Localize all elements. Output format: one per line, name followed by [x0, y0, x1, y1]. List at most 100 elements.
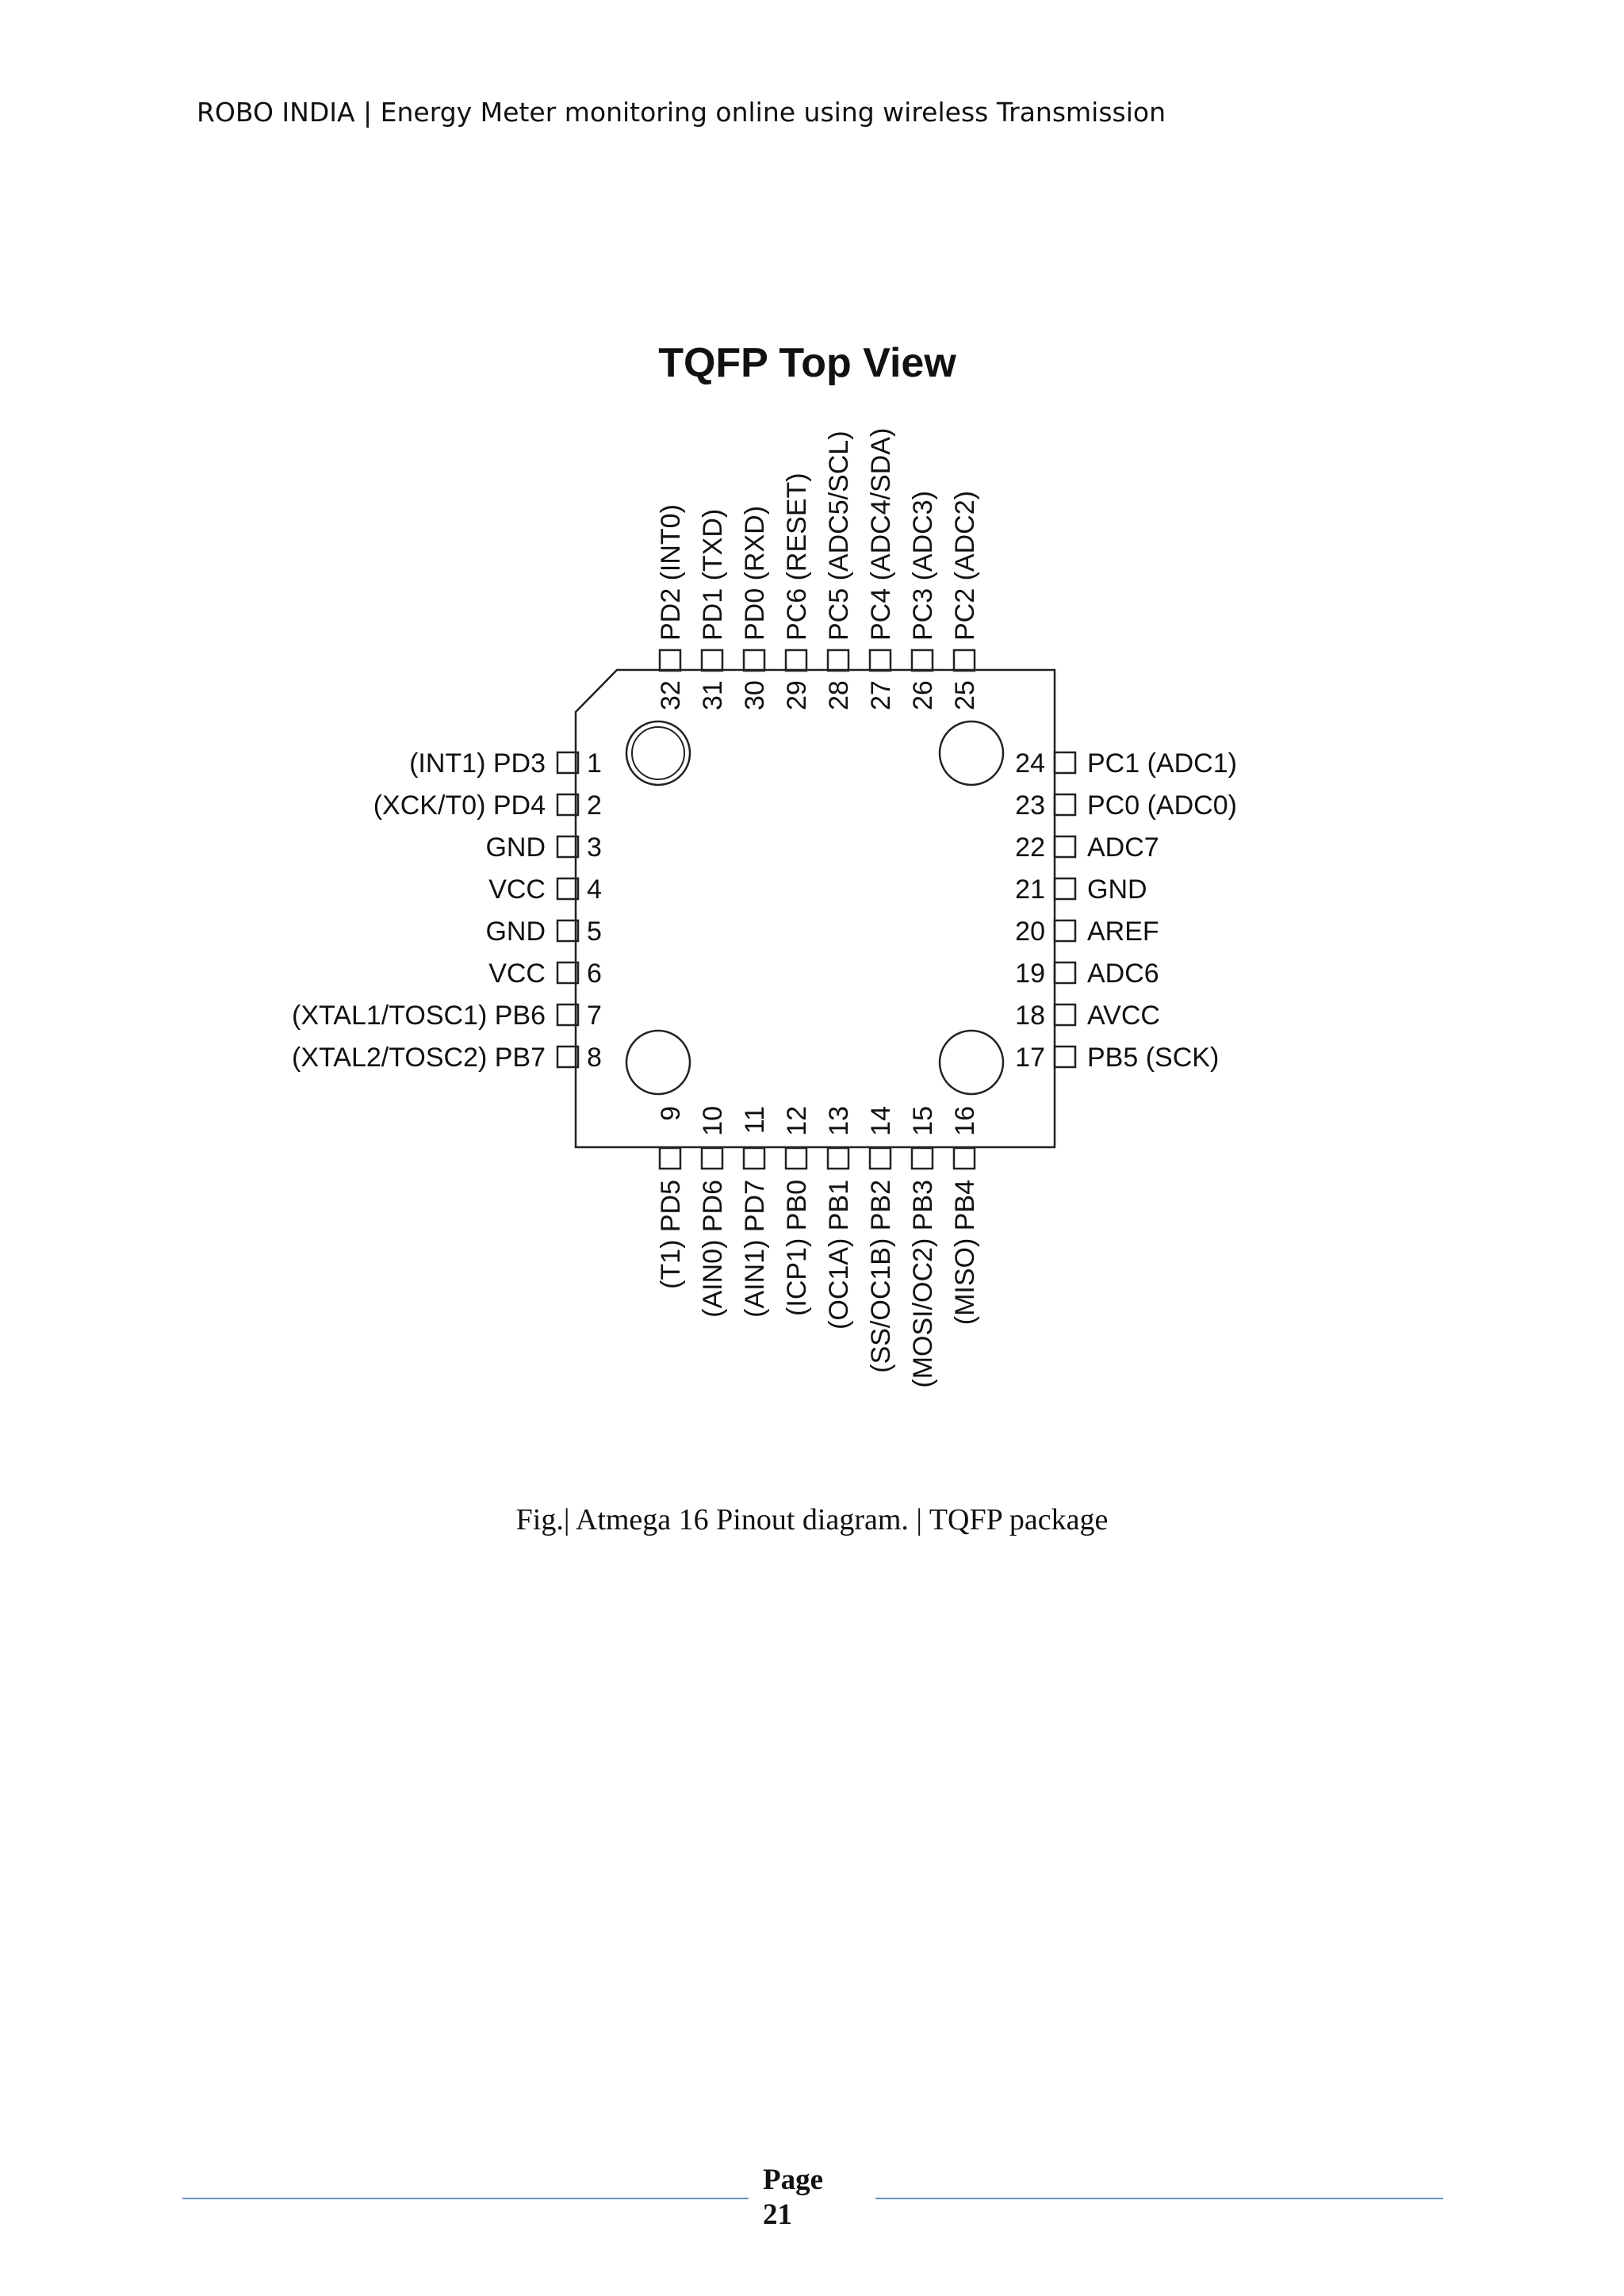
- pin-number-6: 6: [587, 959, 602, 989]
- pin-pad-27: [868, 649, 892, 672]
- footer-rule-left: [182, 2198, 749, 2199]
- pin-pad-11: [742, 1146, 766, 1170]
- pin-pad-21: [1053, 877, 1077, 901]
- chip-body: [574, 668, 1056, 1149]
- pin-number-26: 26: [908, 680, 938, 710]
- pin-label-8: (XTAL2/TOSC2) PB7: [292, 1043, 546, 1073]
- corner-circle-bottom-right: [938, 1029, 1005, 1096]
- pin-pad-7: [556, 1003, 580, 1027]
- pin-pad-32: [658, 649, 682, 672]
- pin-pad-2: [556, 793, 580, 817]
- pin-number-30: 30: [740, 680, 770, 710]
- pin-number-3: 3: [587, 832, 602, 863]
- pin-label-7: (XTAL1/TOSC1) PB6: [292, 1001, 546, 1031]
- pin-label-11: (AIN1) PD7: [740, 1180, 770, 1318]
- pin-pad-12: [784, 1146, 808, 1170]
- pin-number-2: 2: [587, 790, 602, 821]
- pin-number-20: 20: [1015, 916, 1045, 947]
- pin-label-29: PC6 (RESET): [782, 473, 812, 641]
- pin-pad-3: [556, 835, 580, 859]
- pin-label-26: PC3 (ADC3): [908, 491, 938, 641]
- pin-pad-28: [826, 649, 850, 672]
- pin-label-24: PC1 (ADC1): [1087, 748, 1237, 779]
- pin-pad-19: [1053, 961, 1077, 985]
- pin-pad-24: [1053, 751, 1077, 775]
- diagram-title: TQFP Top View: [658, 340, 956, 386]
- pin-pad-14: [868, 1146, 892, 1170]
- pin-pad-10: [700, 1146, 724, 1170]
- pin-label-23: PC0 (ADC0): [1087, 790, 1237, 821]
- pin-number-18: 18: [1015, 1001, 1045, 1031]
- pin-number-5: 5: [587, 916, 602, 947]
- pin-label-22: ADC7: [1087, 832, 1159, 863]
- orientation-dot-pin1: [625, 720, 691, 786]
- pin-pad-5: [556, 919, 580, 943]
- pin-label-6: VCC: [488, 959, 546, 989]
- pin-number-13: 13: [824, 1106, 854, 1136]
- pin-label-3: GND: [485, 832, 546, 863]
- page-number-block: Page 21: [763, 2163, 823, 2233]
- pin-number-27: 27: [866, 680, 896, 710]
- pin-label-32: PD2 (INT0): [656, 504, 686, 641]
- corner-circle-top-right: [938, 720, 1005, 786]
- pin-number-8: 8: [587, 1043, 602, 1073]
- pin-label-4: VCC: [488, 874, 546, 905]
- pin-label-1: (INT1) PD3: [409, 748, 546, 779]
- pin-pad-26: [910, 649, 934, 672]
- pin-pad-17: [1053, 1045, 1077, 1069]
- pin-pad-25: [952, 649, 976, 672]
- pin-number-28: 28: [824, 680, 854, 710]
- pin-label-28: PC5 (ADC5/SCL): [824, 430, 854, 641]
- pin-number-15: 15: [908, 1106, 938, 1136]
- pin-pad-6: [556, 961, 580, 985]
- pin-number-19: 19: [1015, 959, 1045, 989]
- figure-caption: Fig.| Atmega 16 Pinout diagram. | TQFP p…: [515, 1503, 1109, 1536]
- pin-label-25: PC2 (ADC2): [950, 491, 980, 641]
- page-word: Page: [763, 2164, 824, 2196]
- pin-number-4: 4: [587, 874, 602, 905]
- pin-pad-1: [556, 751, 580, 775]
- pin-label-2: (XCK/T0) PD4: [373, 790, 546, 821]
- pin-number-24: 24: [1015, 748, 1045, 779]
- pin-pad-23: [1053, 793, 1077, 817]
- pin-pad-8: [556, 1045, 580, 1069]
- pin-pad-30: [742, 649, 766, 672]
- pin-number-21: 21: [1015, 874, 1045, 905]
- pin-number-9: 9: [656, 1106, 686, 1121]
- pin-label-5: GND: [485, 916, 546, 947]
- pin-label-18: AVCC: [1087, 1001, 1160, 1031]
- pin-number-16: 16: [950, 1106, 980, 1136]
- pin-pad-20: [1053, 919, 1077, 943]
- pin-label-30: PD0 (RXD): [740, 506, 770, 641]
- pin-number-17: 17: [1015, 1043, 1045, 1073]
- pin-label-10: (AIN0) PD6: [698, 1180, 728, 1318]
- pin-pad-9: [658, 1146, 682, 1170]
- pin-label-27: PC4 (ADC4/SDA): [866, 428, 896, 641]
- pin-number-10: 10: [698, 1106, 728, 1136]
- pin-label-13: (OC1A) PB1: [824, 1180, 854, 1330]
- pin-number-12: 12: [782, 1106, 812, 1136]
- pin-pad-31: [700, 649, 724, 672]
- pin-pad-4: [556, 877, 580, 901]
- pin-number-32: 32: [656, 680, 686, 710]
- pin-label-9: (T1) PD5: [656, 1180, 686, 1289]
- pin-label-15: (MOSI/OC2) PB3: [908, 1180, 938, 1388]
- pin-pad-15: [910, 1146, 934, 1170]
- pin-pad-13: [826, 1146, 850, 1170]
- pin-label-20: AREF: [1087, 916, 1159, 947]
- pin-label-17: PB5 (SCK): [1087, 1043, 1219, 1073]
- pin-label-21: GND: [1087, 874, 1147, 905]
- pin-number-23: 23: [1015, 790, 1045, 821]
- pin-label-14: (SS/OC1B) PB2: [866, 1180, 896, 1373]
- pin-number-11: 11: [740, 1106, 770, 1134]
- pin-pad-16: [952, 1146, 976, 1170]
- page-number: 21: [763, 2198, 792, 2231]
- pin-number-14: 14: [866, 1106, 896, 1136]
- footer-rule-right: [875, 2198, 1443, 2199]
- pin-pad-29: [784, 649, 808, 672]
- pin-number-22: 22: [1015, 832, 1045, 863]
- pin-number-31: 31: [698, 680, 728, 710]
- pin-pad-18: [1053, 1003, 1077, 1027]
